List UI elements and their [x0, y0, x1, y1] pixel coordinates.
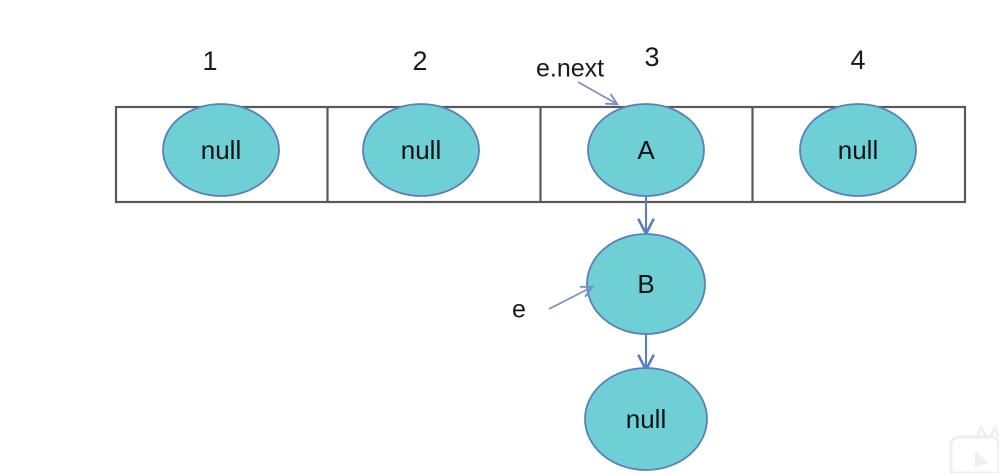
pointer-e-next: e.next [536, 55, 620, 106]
node-ellipse [584, 367, 708, 471]
pointer-e-next-label: e.next [536, 55, 604, 83]
pointer-e: e [512, 285, 595, 324]
node-label: B [637, 269, 654, 299]
bucket-node-1[interactable]: null [162, 103, 280, 197]
pointer-e-arrow [548, 285, 595, 310]
node-ellipse [587, 103, 705, 197]
node-ellipse [362, 103, 480, 197]
node-ellipse [799, 103, 917, 197]
bucket-index-label-1: 1 [202, 46, 217, 76]
node-label: null [626, 404, 666, 434]
pointer-e-next-arrow [577, 81, 620, 106]
node-label: null [401, 135, 441, 165]
bucket-node-2[interactable]: null [362, 103, 480, 197]
node-ellipse [162, 103, 280, 197]
bucket-node-4[interactable]: null [799, 103, 917, 197]
bucket-index-row: 1 2 3 4 [202, 42, 865, 76]
chain-node-b[interactable]: B [586, 233, 706, 335]
bucket-index-label-4: 4 [850, 45, 865, 75]
node-label: A [637, 135, 655, 165]
corner-watermark-icon [949, 425, 999, 473]
bucket-index-label-3: 3 [644, 42, 659, 72]
node-label: null [201, 135, 241, 165]
pointer-e-label: e [512, 296, 526, 324]
bucket-node-3[interactable]: A [587, 103, 705, 197]
chain-node-null[interactable]: null [584, 367, 708, 471]
node-ellipse [586, 233, 706, 335]
node-label: null [838, 135, 878, 165]
bucket-index-label-2: 2 [412, 46, 427, 76]
